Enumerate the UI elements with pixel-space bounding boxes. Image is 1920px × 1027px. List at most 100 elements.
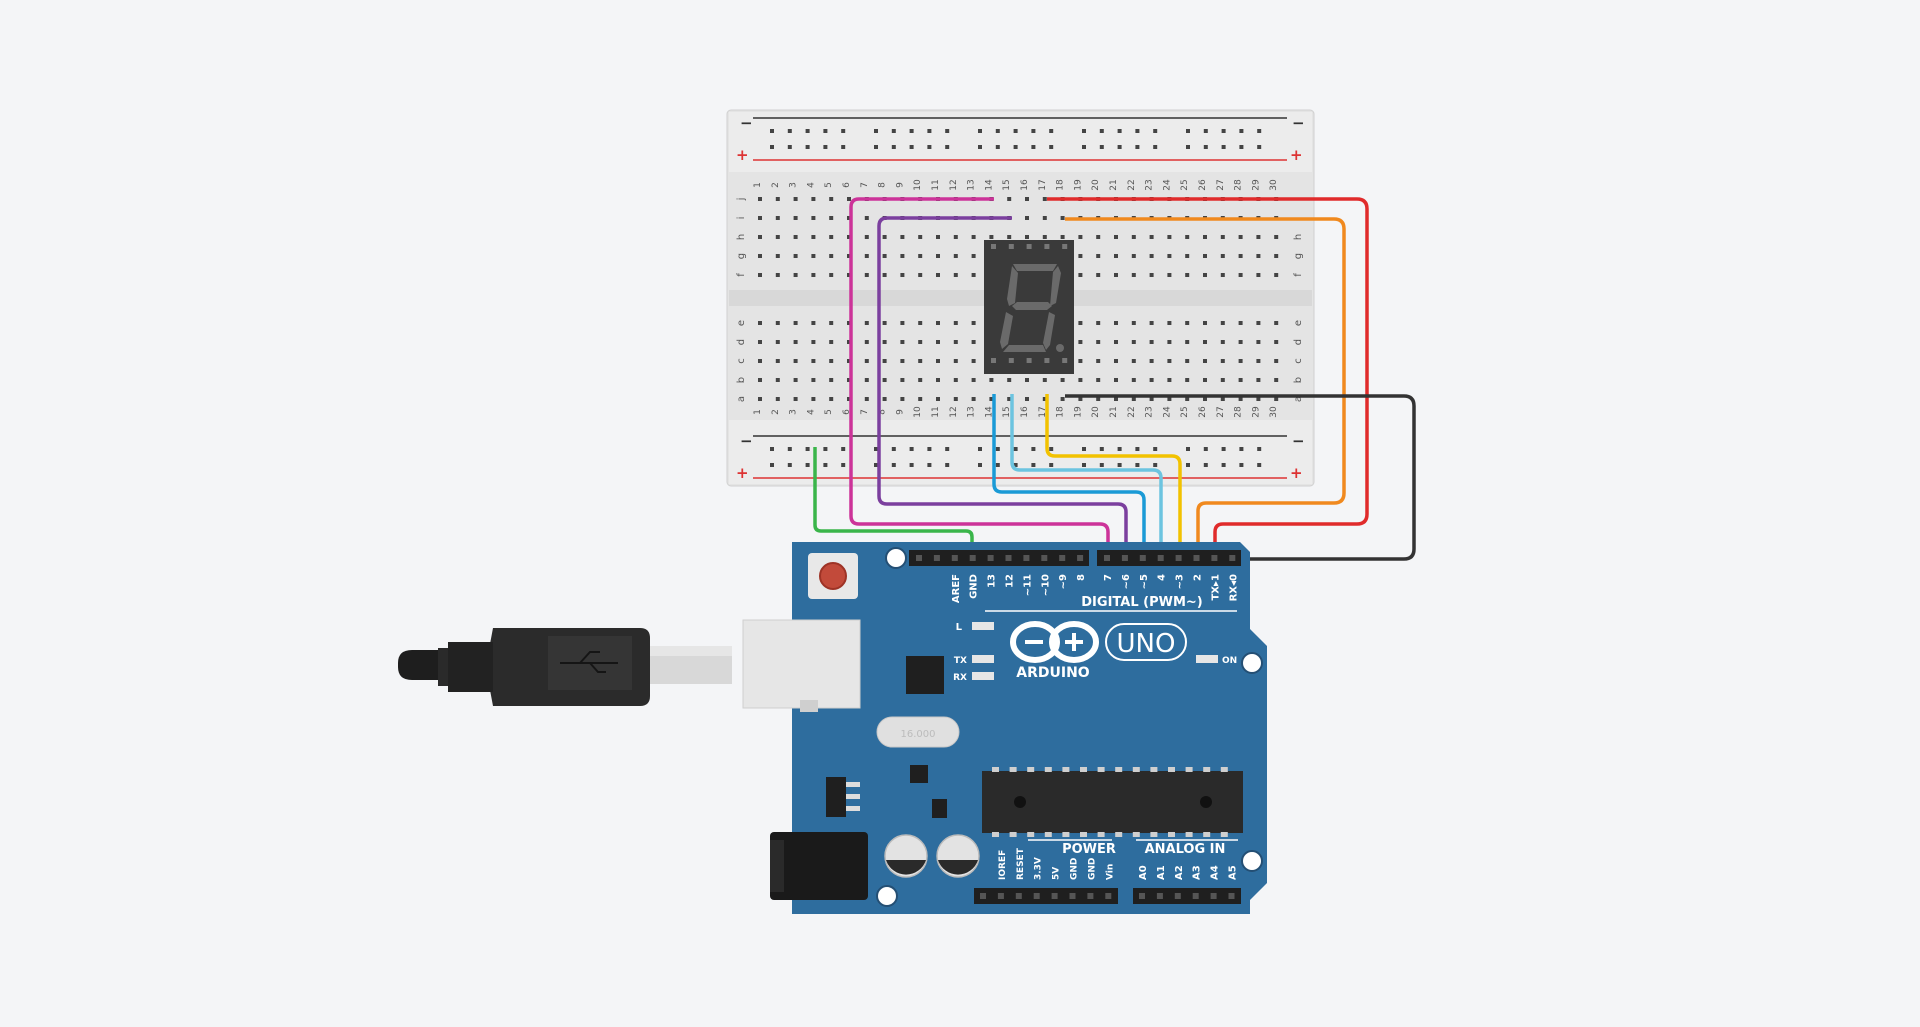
rail-hole[interactable] (1153, 447, 1158, 451)
wire-blue[interactable] (992, 394, 1146, 557)
header-pin[interactable] (1041, 555, 1048, 561)
rail-hole[interactable] (1239, 129, 1244, 133)
breadboard-hole[interactable] (1042, 216, 1047, 220)
rail-hole[interactable] (909, 447, 914, 451)
breadboard-hole[interactable] (758, 273, 762, 277)
rail-hole[interactable] (927, 145, 932, 149)
breadboard-hole[interactable] (1025, 235, 1029, 239)
header-pin[interactable] (1229, 555, 1236, 561)
reset-button[interactable] (819, 562, 847, 590)
rail-hole[interactable] (1257, 463, 1262, 467)
rail-hole[interactable] (1031, 463, 1036, 467)
rail-hole[interactable] (1239, 145, 1244, 149)
breadboard-hole[interactable] (971, 397, 976, 401)
breadboard-hole[interactable] (1149, 340, 1154, 344)
breadboard-hole[interactable] (1149, 254, 1154, 258)
breadboard-hole[interactable] (953, 321, 958, 325)
breadboard-hole[interactable] (1096, 359, 1101, 363)
breadboard-hole[interactable] (829, 273, 834, 277)
wire-yellow[interactable] (1045, 394, 1182, 557)
breadboard-hole[interactable] (900, 273, 905, 277)
rail-hole[interactable] (805, 463, 810, 467)
breadboard-hole[interactable] (864, 273, 869, 277)
rail-hole[interactable] (1203, 145, 1208, 149)
breadboard-hole[interactable] (1274, 378, 1279, 382)
rail-hole[interactable] (978, 447, 982, 451)
breadboard-hole[interactable] (829, 235, 834, 239)
rail-hole[interactable] (1031, 447, 1036, 451)
breadboard-hole[interactable] (775, 273, 780, 277)
rail-hole[interactable] (823, 447, 828, 451)
rail-hole[interactable] (1031, 129, 1036, 133)
breadboard-hole[interactable] (1238, 254, 1243, 258)
breadboard-hole[interactable] (900, 254, 905, 258)
breadboard-hole[interactable] (1274, 235, 1279, 239)
breadboard-hole[interactable] (811, 197, 816, 201)
breadboard-hole[interactable] (775, 254, 780, 258)
header-pin[interactable] (1015, 893, 1022, 899)
breadboard-hole[interactable] (1114, 254, 1118, 258)
breadboard-hole[interactable] (1203, 378, 1207, 382)
breadboard-hole[interactable] (1114, 378, 1118, 382)
header-pin[interactable] (1069, 893, 1076, 899)
breadboard-hole[interactable] (900, 359, 905, 363)
rail-hole[interactable] (1049, 145, 1054, 149)
breadboard-hole[interactable] (811, 359, 816, 363)
rail-hole[interactable] (891, 447, 896, 451)
rail-hole[interactable] (1117, 145, 1122, 149)
breadboard-hole[interactable] (936, 378, 940, 382)
breadboard-hole[interactable] (775, 397, 780, 401)
breadboard-hole[interactable] (847, 359, 851, 363)
header-pin[interactable] (1005, 555, 1012, 561)
wire-black[interactable] (1065, 394, 1416, 561)
breadboard-hole[interactable] (1078, 340, 1083, 344)
breadboard-hole[interactable] (936, 340, 940, 344)
breadboard-hole[interactable] (1078, 254, 1083, 258)
breadboard-hole[interactable] (1238, 378, 1243, 382)
rail-hole[interactable] (1099, 463, 1104, 467)
breadboard-hole[interactable] (1167, 273, 1172, 277)
breadboard-hole[interactable] (1025, 216, 1029, 220)
breadboard-hole[interactable] (1096, 378, 1101, 382)
breadboard-hole[interactable] (1114, 397, 1118, 401)
breadboard-hole[interactable] (847, 216, 851, 220)
breadboard-hole[interactable] (953, 359, 958, 363)
breadboard-hole[interactable] (811, 216, 816, 220)
breadboard-hole[interactable] (775, 378, 780, 382)
rail-hole[interactable] (1099, 145, 1104, 149)
breadboard-hole[interactable] (1131, 340, 1136, 344)
rail-hole[interactable] (770, 447, 774, 451)
breadboard-hole[interactable] (1078, 359, 1083, 363)
breadboard-hole[interactable] (1167, 397, 1172, 401)
breadboard-hole[interactable] (1007, 235, 1012, 239)
breadboard-hole[interactable] (1203, 235, 1207, 239)
rail-hole[interactable] (805, 447, 810, 451)
rail-hole[interactable] (909, 463, 914, 467)
breadboard-hole[interactable] (1185, 340, 1190, 344)
breadboard-hole[interactable] (1114, 321, 1118, 325)
rail-hole[interactable] (1099, 447, 1104, 451)
breadboard-hole[interactable] (918, 340, 923, 344)
breadboard-hole[interactable] (775, 321, 780, 325)
breadboard-hole[interactable] (847, 340, 851, 344)
breadboard-hole[interactable] (811, 321, 816, 325)
breadboard-hole[interactable] (864, 254, 869, 258)
rail-hole[interactable] (945, 145, 950, 149)
header-pin[interactable] (1033, 893, 1040, 899)
breadboard-hole[interactable] (1238, 321, 1243, 325)
breadboard-hole[interactable] (1274, 254, 1279, 258)
breadboard-hole[interactable] (1256, 235, 1261, 239)
breadboard-hole[interactable] (936, 273, 940, 277)
rail-hole[interactable] (1135, 463, 1140, 467)
breadboard-hole[interactable] (918, 359, 923, 363)
breadboard-hole[interactable] (811, 254, 816, 258)
breadboard-hole[interactable] (1149, 359, 1154, 363)
rail-hole[interactable] (1013, 447, 1018, 451)
breadboard-hole[interactable] (1185, 378, 1190, 382)
rail-hole[interactable] (1153, 463, 1158, 467)
breadboard-hole[interactable] (1042, 397, 1047, 401)
breadboard-hole[interactable] (1078, 378, 1083, 382)
breadboard-hole[interactable] (1149, 235, 1154, 239)
breadboard-hole[interactable] (793, 340, 798, 344)
breadboard-hole[interactable] (1185, 359, 1190, 363)
